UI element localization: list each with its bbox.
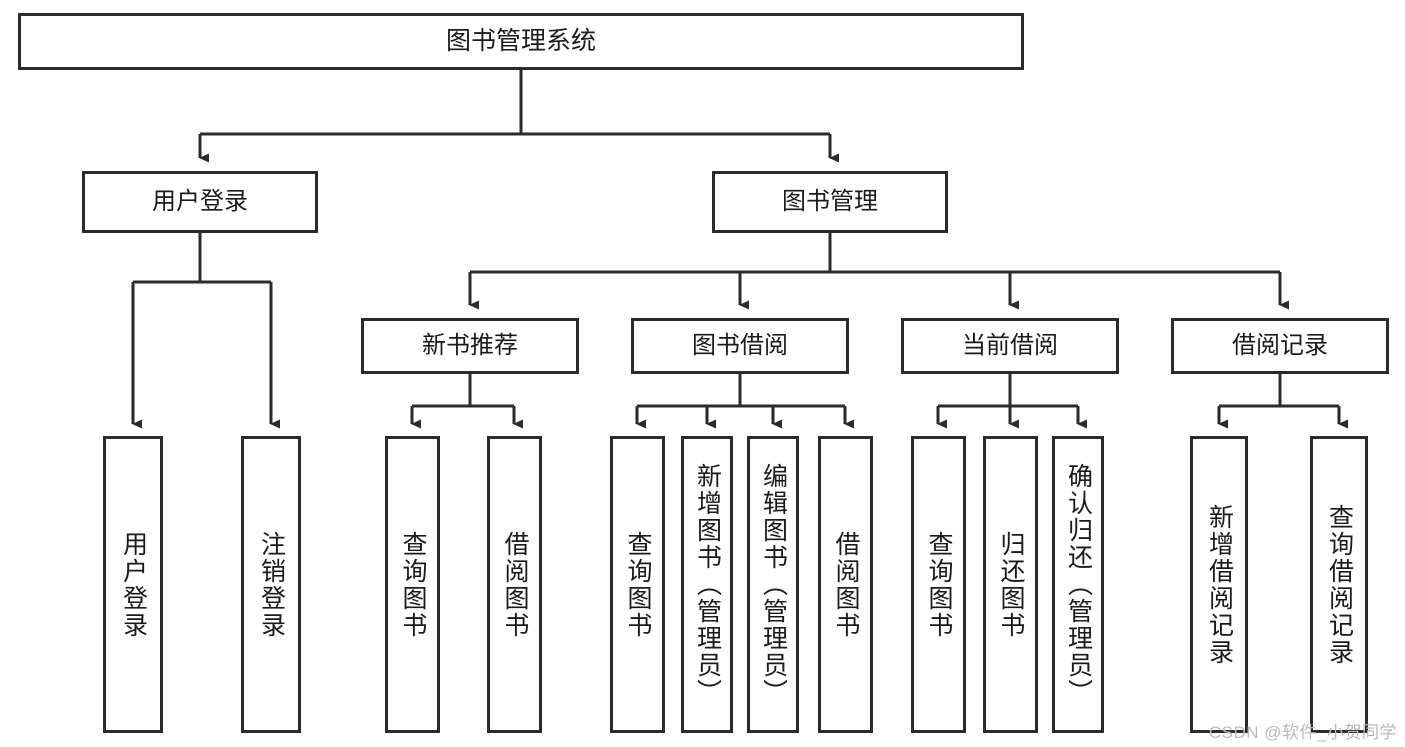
node-leaf-confirm-return[interactable]: 确认归还（管理员）	[1052, 436, 1104, 733]
node-label: 借阅记录	[1232, 331, 1328, 359]
node-leaf-return-book[interactable]: 归还图书	[983, 436, 1038, 733]
node-label: 查询图书	[925, 530, 953, 639]
node-root-system[interactable]: 图书管理系统	[18, 13, 1024, 70]
node-leaf-borrow-book-2[interactable]: 借阅图书	[818, 436, 873, 733]
node-current-borrow[interactable]: 当前借阅	[901, 318, 1119, 374]
node-leaf-query-book-2[interactable]: 查询图书	[610, 436, 665, 733]
node-borrow-records[interactable]: 借阅记录	[1171, 318, 1389, 374]
node-label: 图书管理	[782, 187, 878, 215]
node-leaf-add-record[interactable]: 新增借阅记录	[1190, 436, 1248, 733]
node-label: 查询借阅记录	[1325, 503, 1354, 666]
node-label: 当前借阅	[962, 331, 1058, 359]
node-leaf-query-book-3[interactable]: 查询图书	[911, 436, 966, 733]
node-leaf-user-login[interactable]: 用户登录	[103, 436, 163, 733]
node-label: 查询图书	[624, 530, 652, 639]
node-label: 新增借阅记录	[1205, 503, 1234, 666]
watermark-text: CSDN @软件_小贺同学	[1208, 723, 1397, 742]
node-leaf-logout[interactable]: 注销登录	[241, 436, 301, 733]
node-label: 新增图书（管理员）	[693, 463, 722, 706]
node-book-manage[interactable]: 图书管理	[712, 171, 948, 233]
node-label: 用户登录	[119, 530, 148, 639]
node-leaf-borrow-book-1[interactable]: 借阅图书	[487, 436, 542, 733]
node-label: 图书借阅	[692, 331, 788, 359]
node-label: 查询图书	[399, 530, 427, 639]
node-leaf-edit-book[interactable]: 编辑图书（管理员）	[747, 436, 799, 733]
node-label: 新书推荐	[422, 331, 518, 359]
node-label: 确认归还（管理员）	[1064, 463, 1093, 706]
node-leaf-query-book-1[interactable]: 查询图书	[385, 436, 440, 733]
node-label: 编辑图书（管理员）	[759, 463, 788, 706]
node-new-book-recommend[interactable]: 新书推荐	[361, 318, 579, 374]
node-label: 注销登录	[257, 530, 286, 639]
node-leaf-query-record[interactable]: 查询借阅记录	[1310, 436, 1368, 733]
node-user-login[interactable]: 用户登录	[82, 171, 318, 233]
node-label: 图书管理系统	[445, 26, 596, 55]
node-label: 归还图书	[997, 530, 1025, 639]
node-leaf-add-book[interactable]: 新增图书（管理员）	[681, 436, 733, 733]
node-label: 借阅图书	[832, 530, 860, 639]
node-label: 借阅图书	[501, 530, 529, 639]
node-label: 用户登录	[152, 187, 248, 215]
node-book-borrow[interactable]: 图书借阅	[631, 318, 849, 374]
